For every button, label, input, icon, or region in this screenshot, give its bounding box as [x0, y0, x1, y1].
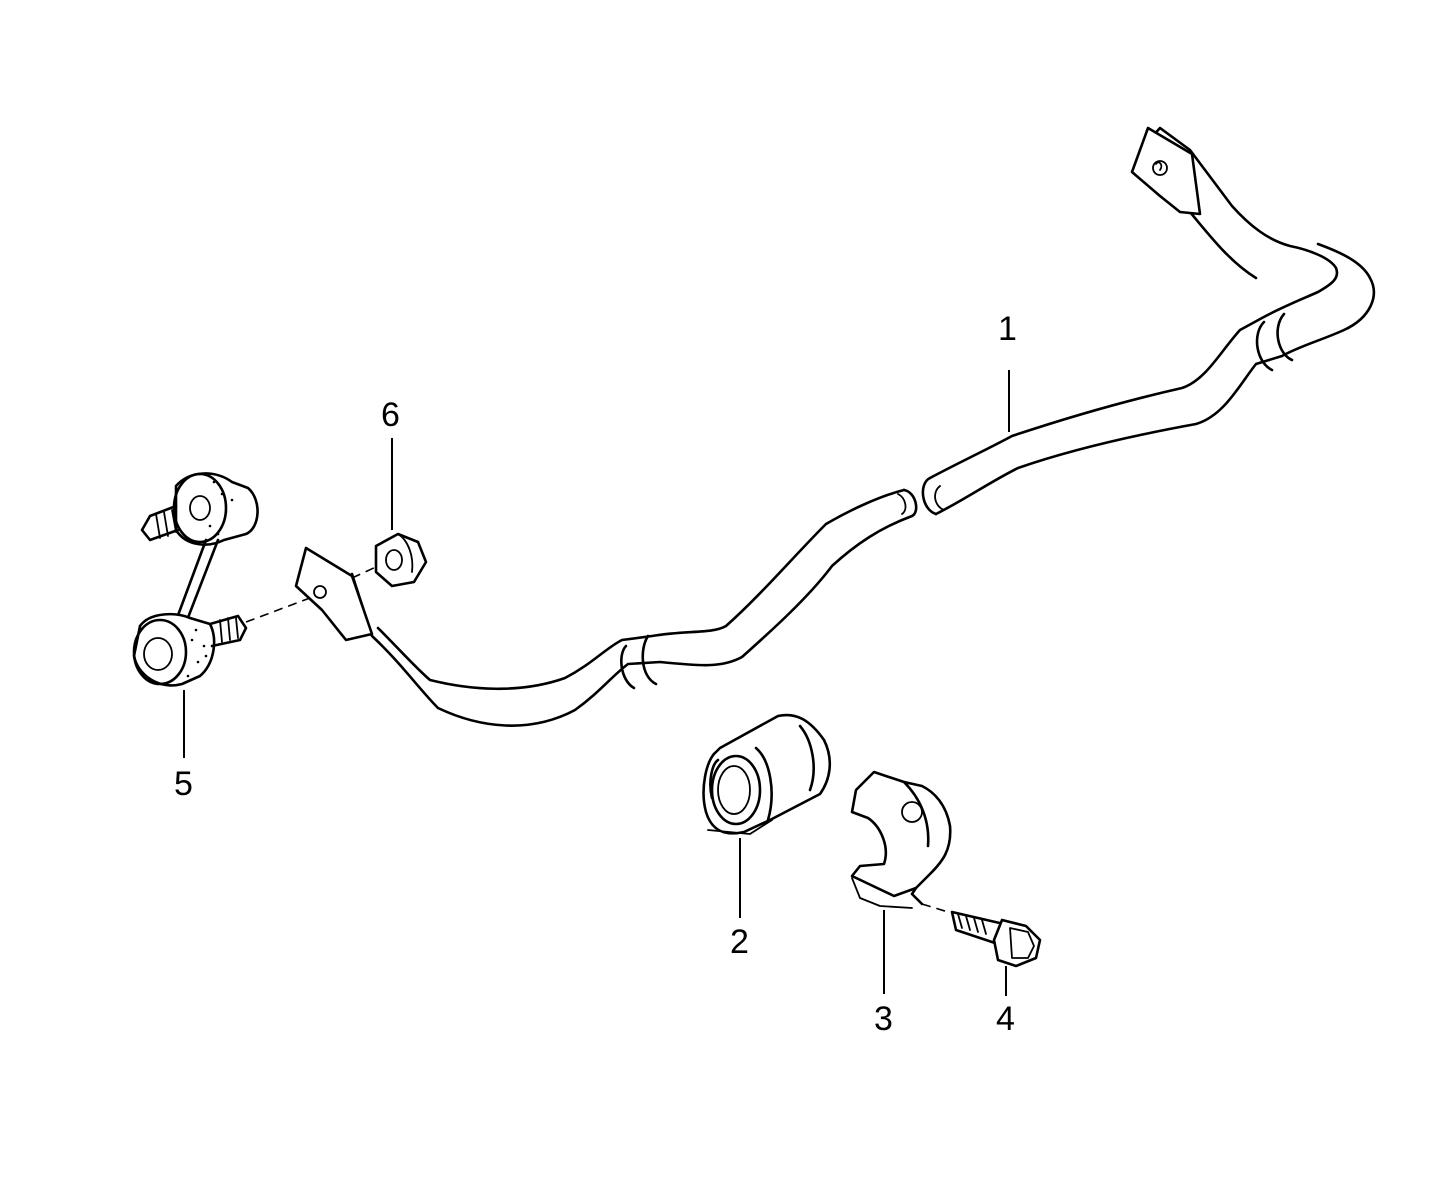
callout-5: 5	[174, 690, 193, 803]
callout-label-4: 4	[996, 1000, 1015, 1038]
callout-4: 4	[996, 966, 1015, 1038]
hex-nut[interactable]	[351, 532, 428, 588]
stabilizer-bar[interactable]	[294, 126, 1376, 727]
callout-3: 3	[874, 910, 893, 1038]
rubber-bushing[interactable]	[702, 713, 832, 835]
callout-label-2: 2	[730, 923, 749, 961]
stabilizer-link[interactable]	[132, 472, 311, 687]
callout-label-5: 5	[174, 765, 193, 803]
callout-6: 6	[381, 396, 400, 530]
hex-bolt[interactable]	[921, 903, 1042, 968]
callout-label-1: 1	[998, 310, 1017, 348]
callout-1: 1	[998, 310, 1017, 432]
bushing-bracket[interactable]	[850, 770, 952, 909]
callout-label-6: 6	[381, 396, 400, 434]
callout-2: 2	[730, 838, 749, 961]
callout-label-3: 3	[874, 1000, 893, 1038]
